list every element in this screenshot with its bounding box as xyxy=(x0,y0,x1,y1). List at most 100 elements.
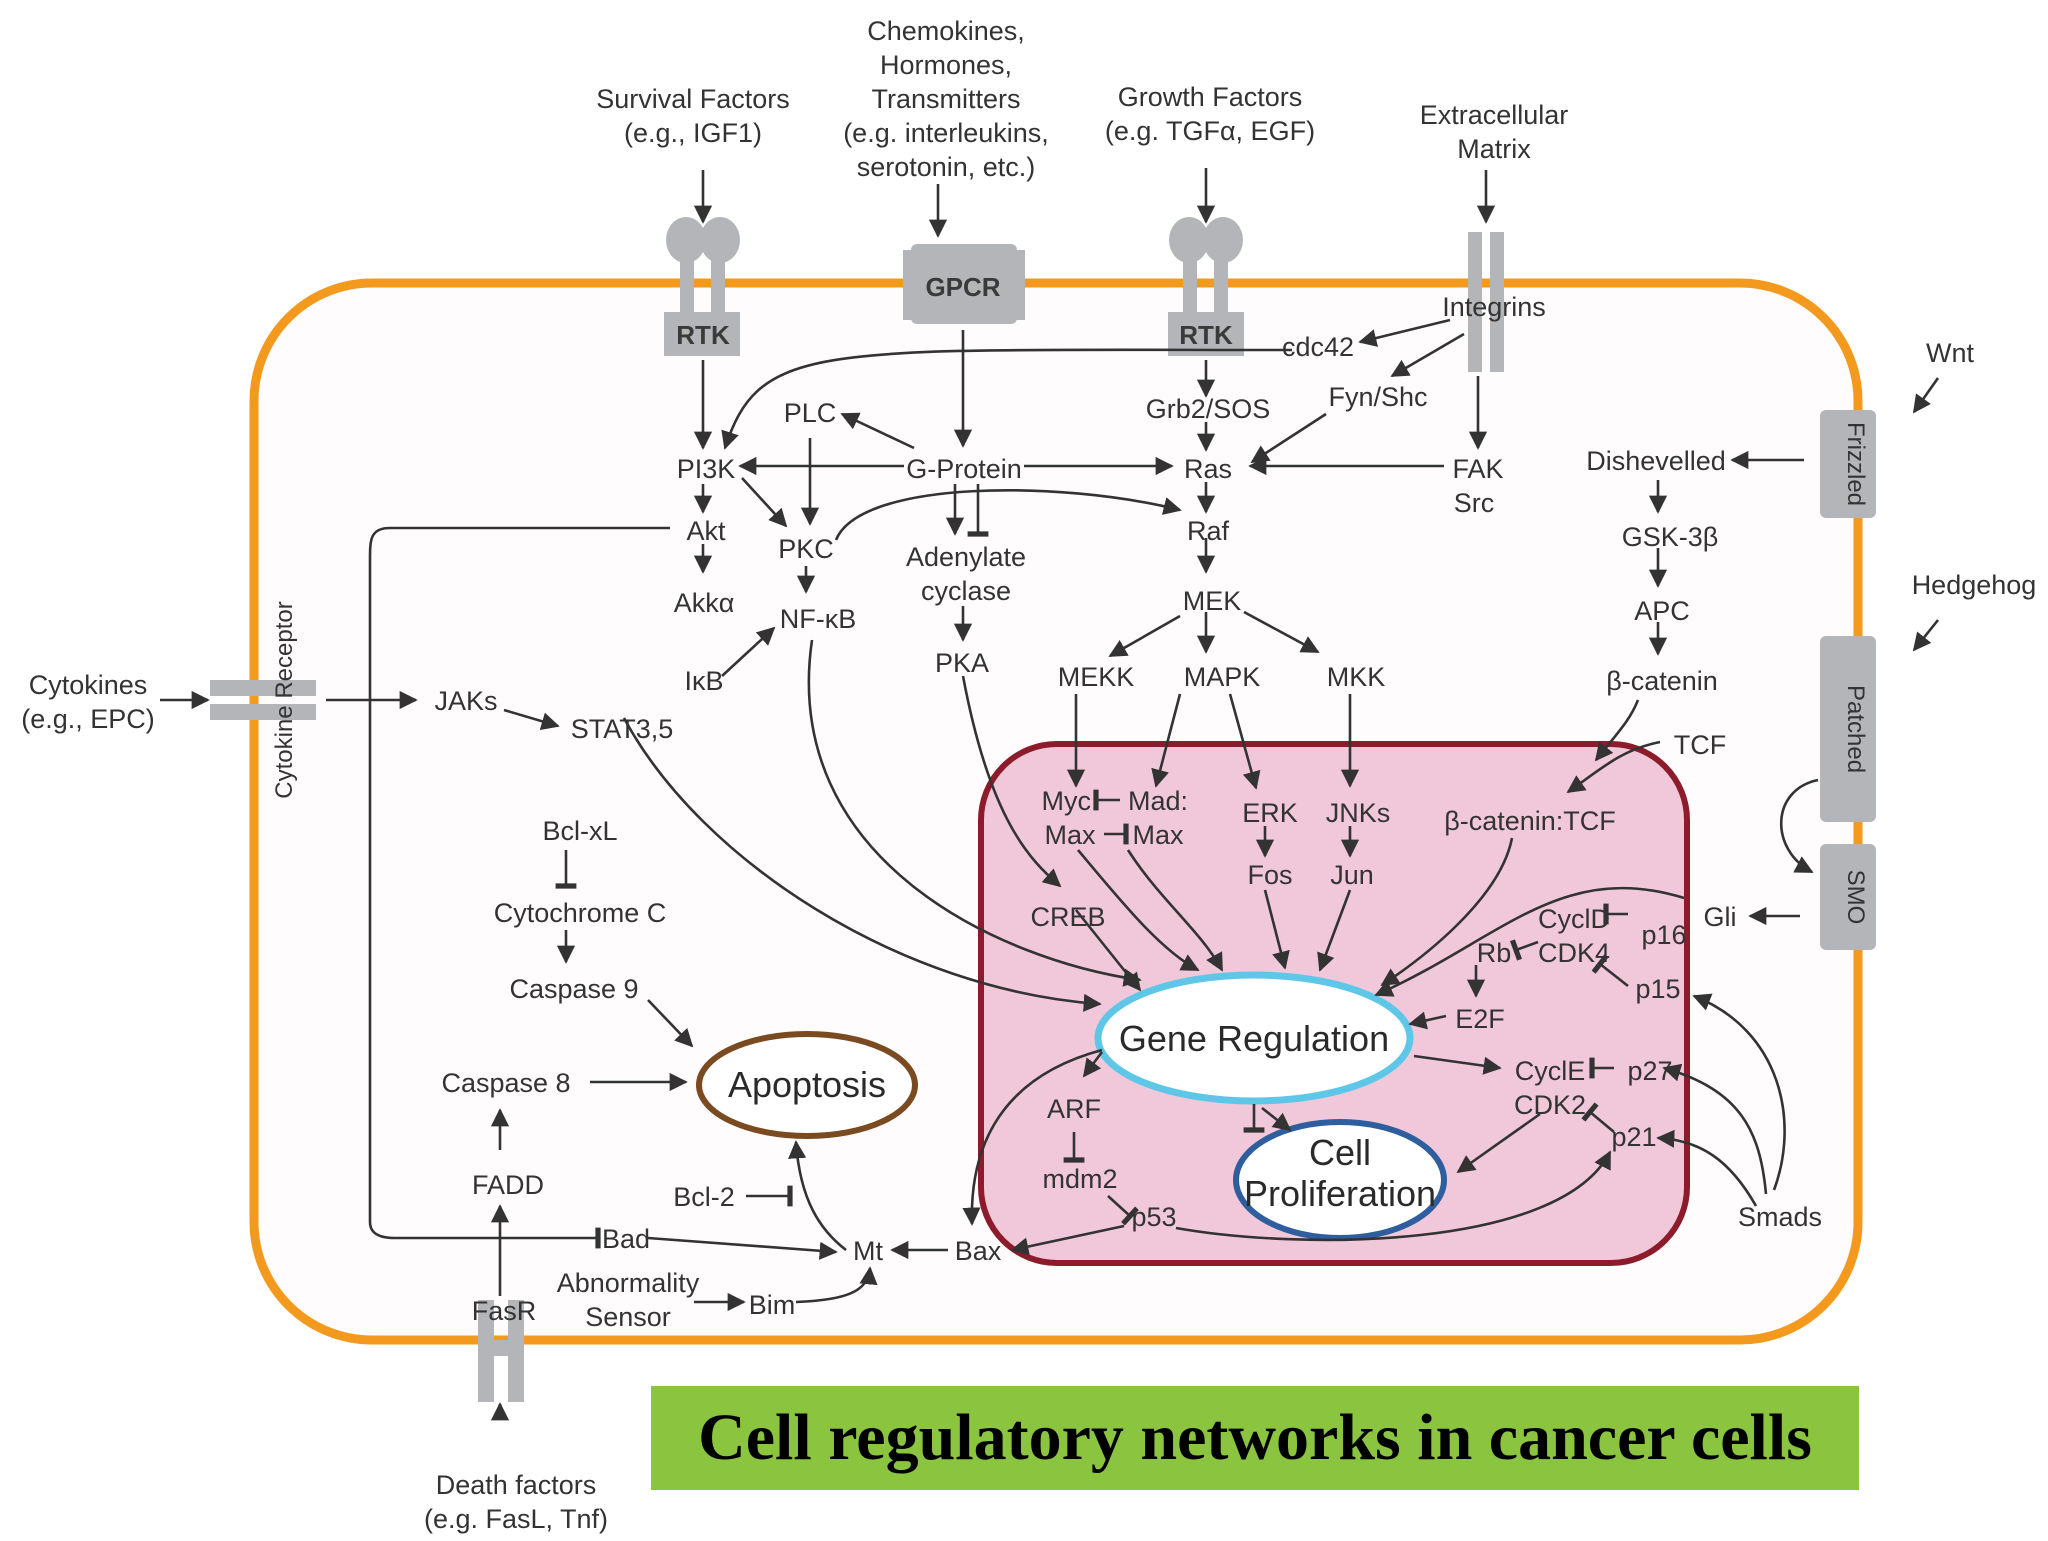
node-mt: Mt xyxy=(853,1236,883,1266)
node-p27: p27 xyxy=(1627,1056,1672,1086)
node-jun: Jun xyxy=(1330,860,1374,890)
cell-proliferation-ring xyxy=(1233,1119,1447,1241)
death-factors-label-1: Death factors xyxy=(436,1470,597,1500)
node-abnormality-sensor-2: Sensor xyxy=(585,1302,671,1332)
node-p15: p15 xyxy=(1635,974,1680,1004)
growth-factors-label-2: (e.g. TGFα, EGF) xyxy=(1105,116,1315,146)
node-akt: Akt xyxy=(686,516,726,546)
node-bax: Bax xyxy=(955,1236,1002,1266)
rtk-right-label: RTK xyxy=(1179,320,1233,350)
node-adenylate-cyclase-2: cyclase xyxy=(921,576,1011,606)
caption-banner: Cell regulatory networks in cancer cells xyxy=(651,1386,1859,1490)
node-gli: Gli xyxy=(1704,902,1737,932)
node-rb: Rb xyxy=(1477,938,1512,968)
node-bcl2: Bcl-2 xyxy=(673,1182,735,1212)
node-creb: CREB xyxy=(1030,902,1105,932)
node-cdk2: CDK2 xyxy=(1514,1090,1586,1120)
node-bim: Bim xyxy=(749,1290,796,1320)
node-src: Src xyxy=(1454,488,1495,518)
chemokines-label-3: Transmitters xyxy=(871,84,1020,114)
extracellular-matrix-label-2: Matrix xyxy=(1457,134,1531,164)
rtk-left-label: RTK xyxy=(676,320,730,350)
node-bad: Bad xyxy=(602,1224,650,1254)
node-nf-kb: NF-κB xyxy=(780,604,857,634)
pathway-edges xyxy=(160,168,1940,1421)
node-pkc: PKC xyxy=(778,534,834,564)
survival-factors-label-1: Survival Factors xyxy=(596,84,790,114)
node-b-catenin: β-catenin xyxy=(1606,666,1718,696)
node-cdk4: CDK4 xyxy=(1538,938,1610,968)
node-b-catenin-tcf: β-catenin:TCF xyxy=(1444,806,1616,836)
node-plc: PLC xyxy=(784,398,837,428)
node-cycle: CyclE xyxy=(1515,1056,1586,1086)
node-fak: FAK xyxy=(1452,454,1503,484)
node-mkk: MKK xyxy=(1327,662,1386,692)
hedgehog-label: Hedgehog xyxy=(1912,570,2037,600)
node-fos: Fos xyxy=(1247,860,1292,890)
integrins-receptor xyxy=(1468,232,1504,372)
gene-regulation-ring xyxy=(1094,971,1414,1105)
cytokines-label-1: Cytokines xyxy=(29,670,148,700)
node-mad: Mad: xyxy=(1128,786,1188,816)
node-cdc42: cdc42 xyxy=(1282,332,1354,362)
chemokines-label-4: (e.g. interleukins, xyxy=(843,118,1049,148)
node-bcl-xl: Bcl-xL xyxy=(542,816,617,846)
node-mekk: MEKK xyxy=(1058,662,1135,692)
node-e2f: E2F xyxy=(1455,1004,1505,1034)
survival-factors-label-2: (e.g., IGF1) xyxy=(624,118,762,148)
smo-label: SMO xyxy=(1842,870,1869,925)
node-p21: p21 xyxy=(1611,1122,1656,1152)
node-grb2-sos: Grb2/SOS xyxy=(1146,394,1271,424)
rtk-left-receptor xyxy=(664,217,740,356)
frizzled-label: Frizzled xyxy=(1842,422,1869,506)
node-jnks: JNKs xyxy=(1326,798,1391,828)
node-pka: PKA xyxy=(935,648,989,678)
node-erk: ERK xyxy=(1242,798,1298,828)
node-stat35: STAT3,5 xyxy=(571,714,674,744)
node-dishevelled: Dishevelled xyxy=(1586,446,1726,476)
node-mek: MEK xyxy=(1183,586,1242,616)
node-mapk: MAPK xyxy=(1184,662,1261,692)
node-myc: Myc: xyxy=(1042,786,1099,816)
cytokine-receptor xyxy=(210,680,316,720)
node-p53: p53 xyxy=(1131,1202,1176,1232)
chemokines-label-5: serotonin, etc.) xyxy=(857,152,1036,182)
node-g-protein: G-Protein xyxy=(906,454,1022,484)
chemokines-label-2: Hormones, xyxy=(880,50,1012,80)
chemokines-label-1: Chemokines, xyxy=(867,16,1025,46)
wnt-label: Wnt xyxy=(1926,338,1975,368)
frizzled-receptor xyxy=(1820,410,1876,518)
node-abnormality-sensor-1: Abnormality xyxy=(557,1268,700,1298)
node-apc: APC xyxy=(1634,596,1690,626)
gpcr-label: GPCR xyxy=(925,272,1000,302)
patched-receptor xyxy=(1820,636,1876,822)
node-mad-max: Max xyxy=(1132,820,1184,850)
smo-receptor xyxy=(1820,844,1876,950)
node-cytochrome-c: Cytochrome C xyxy=(494,898,667,928)
node-ikb: IκB xyxy=(684,666,723,696)
gene-regulation-label: Gene Regulation xyxy=(1119,1018,1389,1059)
node-fyn-shc: Fyn/Shc xyxy=(1328,382,1427,412)
cytokine-receptor-label: Cytokine Receptor xyxy=(271,601,298,798)
fasr-label: FasR xyxy=(472,1296,537,1326)
node-ras: Ras xyxy=(1184,454,1232,484)
death-factors-label-2: (e.g. FasL, Tnf) xyxy=(424,1504,608,1534)
apoptosis-label: Apoptosis xyxy=(728,1064,886,1105)
node-raf: Raf xyxy=(1187,516,1230,546)
integrins-label: Integrins xyxy=(1442,292,1546,322)
node-smads: Smads xyxy=(1738,1202,1822,1232)
gpcr-receptor xyxy=(903,244,1025,324)
cell-proliferation-label-1: Cell xyxy=(1309,1132,1371,1173)
fasr-receptor xyxy=(478,1300,524,1402)
cytokines-label-2: (e.g., EPC) xyxy=(21,704,155,734)
node-cycld: CyclD xyxy=(1538,904,1610,934)
node-caspase9: Caspase 9 xyxy=(509,974,638,1004)
node-caspase8: Caspase 8 xyxy=(441,1068,570,1098)
apoptosis-ring xyxy=(696,1031,918,1139)
node-gsk3b: GSK-3β xyxy=(1622,522,1719,552)
node-myc-max: Max xyxy=(1044,820,1096,850)
node-jaks: JAKs xyxy=(434,686,497,716)
cell-proliferation-label-2: Proliferation xyxy=(1244,1173,1436,1214)
